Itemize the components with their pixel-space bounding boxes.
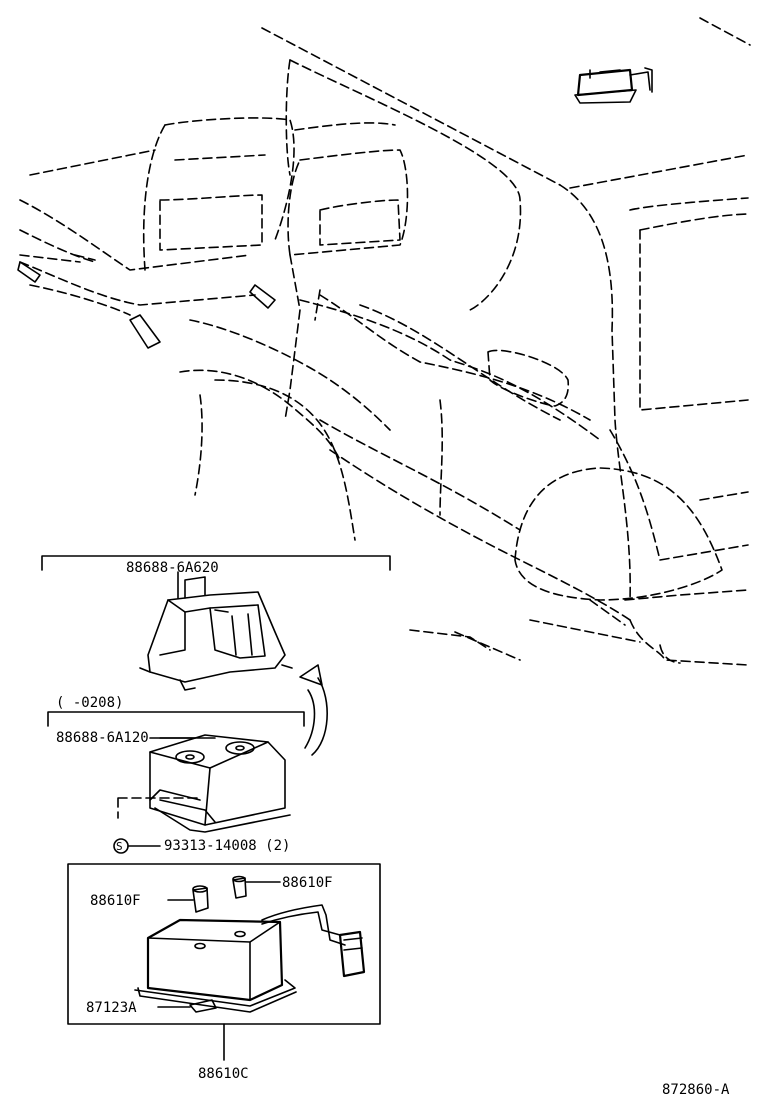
bracket-upper-part-number: 88688-6A620 xyxy=(126,560,219,576)
bracket-lower-frame xyxy=(47,711,305,727)
screw-symbol: S xyxy=(116,840,123,853)
sensor-left-part-number: 88610F xyxy=(90,893,141,909)
figure-id: 872860-A xyxy=(662,1082,730,1098)
bracket-upper-drawing xyxy=(139,576,293,691)
sensor-right-part-number: 88610F xyxy=(282,875,333,891)
assembly-frame xyxy=(67,863,381,1061)
bracket-lower-part-number: 88688-6A120 xyxy=(56,730,149,746)
installed-sensor-icon xyxy=(574,67,653,104)
rear-seats xyxy=(17,117,409,421)
leader-lines xyxy=(159,571,196,739)
bracket-lower-drawing xyxy=(117,734,291,833)
clip-part-number: 87123A xyxy=(86,1000,137,1016)
sensor-cap-left-icon xyxy=(167,885,209,913)
bracket-upper-frame xyxy=(41,555,391,571)
clip-icon xyxy=(157,999,217,1013)
sensor-body xyxy=(134,904,366,1013)
screw-leader xyxy=(113,838,161,854)
date-range-label: ( -0208) xyxy=(56,695,124,711)
screw-part-number: 93313-14008 (2) xyxy=(164,838,291,854)
assembly-part-number: 88610C xyxy=(198,1066,249,1082)
assembly-arrow xyxy=(299,664,328,756)
vehicle-outline xyxy=(179,17,751,666)
sensor-cap-right-icon xyxy=(232,875,281,899)
